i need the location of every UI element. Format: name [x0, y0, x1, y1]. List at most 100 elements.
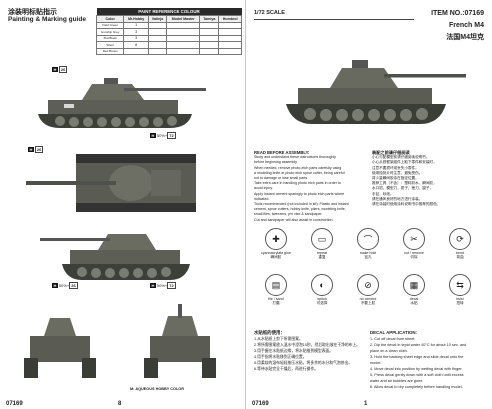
- color-callout: H 50%+ 26: [52, 282, 79, 289]
- legend-label-cn: 扭转: [456, 301, 464, 305]
- color-callout: H 26: [52, 66, 68, 73]
- item-number-label: ITEM NO.:07169: [431, 10, 484, 17]
- color-name: Red Brown: [102, 49, 118, 54]
- paint-color-cell: Red Brown: [95, 47, 125, 55]
- legend-label-en: cut / remove: [404, 251, 424, 255]
- instruction-line-en: Take extra care in handling photo etch p…: [254, 181, 341, 186]
- color-code: H: [150, 133, 156, 138]
- instructions-cn-lines: 小心与配模型前请仔细阅读说明书。小心从铁框架组件上取下零件和安装时，注意不要损坏…: [372, 155, 486, 207]
- color-number: 72: [167, 132, 176, 139]
- instruction-line-cn: 使用蚀刻片时注意，避免受伤。: [372, 170, 423, 175]
- instruction-line-en: Tools recommended (not included in kit):…: [254, 202, 349, 207]
- color-number: 26: [69, 282, 78, 289]
- decal-line-cn: 5.用柔软的湿布轻轻按压水贴，将多余的水分和气泡挤出。: [254, 361, 353, 365]
- page-number-left: 8: [118, 401, 122, 407]
- instruction-line-en: cement, sprue cutters, hobby knife, plie…: [254, 207, 346, 212]
- decal-cn-lines: 1.从水贴纸上剪下所需图案。 2.将所需图案放入温水中浸泡10秒，然后取出放在干净…: [254, 336, 368, 372]
- instruction-line-en: not to damage or lose small parts.: [254, 176, 309, 181]
- color-name: Field Green: [102, 23, 118, 28]
- legend-symbol-icon: ✂: [403, 228, 425, 250]
- decal-line-cn: 4.用手指将水贴移到正确位置。: [254, 355, 307, 359]
- color-callout: H 26: [28, 146, 44, 153]
- legend-symbol-icon: ▤: [265, 274, 287, 296]
- paint-reference-table: PAINT REFERENCE COLOUR Color Mr.Hobby Va…: [95, 8, 242, 55]
- tank-side-view-bottom: [40, 234, 190, 280]
- painting-guide-title-cn: 涂装明标贴指示: [8, 9, 57, 16]
- paint-code-cell: [147, 47, 168, 55]
- instruction-line-en: When needed, remove photo-etch parts car…: [254, 165, 342, 170]
- legend-label-cn: 打磨: [272, 301, 280, 305]
- instruction-line-cn: 推荐工具（不含）：塑料胶水，瞬间胶，: [372, 181, 437, 186]
- model-name-en: French M4: [448, 22, 484, 29]
- legend-label-en: bend: [456, 251, 464, 255]
- paint-table-caption: PAINT REFERENCE COLOUR: [96, 8, 242, 16]
- decal-line-en: 1. Cut off decal from sheet.: [370, 337, 416, 341]
- instruction-line-en: a modeling knife or photo etch sprue cut…: [254, 170, 345, 175]
- legend-symbol-icon: ✚: [265, 228, 287, 250]
- instruction-line-en: avoid injury.: [254, 186, 273, 191]
- color-code: H: [28, 147, 34, 152]
- decal-line-en: model.: [370, 361, 382, 365]
- legend-symbol-icon: ▦: [403, 274, 425, 296]
- legend-label-cn: 钻孔: [364, 255, 372, 259]
- decal-line-en: 5. Press decal gently down with a soft c…: [370, 373, 464, 377]
- instruction-line-cn: 注意不要损坏或丢失小零件。: [372, 165, 419, 170]
- decal-line-cn: 1.从水贴纸上剪下所需图案。: [254, 337, 303, 341]
- decal-en-lines: 1. Cut off decal from sheet. 2. Dip the d…: [370, 336, 488, 390]
- color-ratio: 50%+: [156, 283, 168, 288]
- instruction-line-en: indicated.: [254, 196, 270, 201]
- paint-table-row: Red Brown: [95, 47, 242, 55]
- paint-code-cell: [199, 47, 220, 55]
- legend-label-en: make hole: [359, 251, 377, 255]
- legend-label-cn: 瞬间胶: [270, 255, 282, 259]
- tank-rear-view: [144, 304, 216, 378]
- legend-label-en: twist: [456, 297, 464, 301]
- instructions-cn: 装配之前请仔细阅读 小心与配模型前请仔细阅读说明书。小心从铁框架组件上取下零件和…: [372, 150, 486, 207]
- instruction-line-cn: 小心从铁框架组件上取下零件和安装时，: [372, 160, 437, 165]
- legend-label-en: repeat: [316, 251, 328, 255]
- instruction-line-en: Apply instant cement sparingly to photo …: [254, 191, 345, 196]
- decal-line-en: water and air bubbles are gone.: [370, 379, 424, 383]
- legend-label-cn: 切除: [410, 255, 418, 259]
- decal-line-cn: 6.等待水贴完全干燥后，再进行操作。: [254, 367, 318, 371]
- model-name-cn: 法国M4坦克: [446, 34, 484, 41]
- instructions-cn-header: 装配之前请仔细阅读: [372, 150, 410, 155]
- legend-label-en: no cement: [359, 297, 377, 301]
- hero-tank-illustration: [286, 60, 466, 124]
- legend-label-cn: 不要上胶: [360, 301, 376, 305]
- instruction-line-cn: 请在通风良好的地方进行涂装。: [372, 196, 423, 201]
- instruction-line-en: Cut and sandpaper will also assist in co…: [254, 217, 334, 222]
- decal-instructions-cn: 水贴纸的使用： 1.从水贴纸上剪下所需图案。 2.将所需图案放入温水中浸泡10秒，…: [254, 330, 368, 372]
- legend-label-cn: 重复: [318, 255, 326, 259]
- paint-code-cell: [123, 47, 149, 55]
- instructions-en-lines: Study and understand these instructions …: [254, 155, 372, 223]
- item-number-left: 07169: [6, 401, 23, 407]
- item-number-right: 07169: [252, 401, 269, 407]
- instructions-en: READ BEFORE ASSEMBLY: Study and understa…: [254, 150, 372, 223]
- instruction-line-en: before beginning assembly.: [254, 160, 298, 165]
- header-rule: [254, 19, 414, 20]
- decal-line-en: 4. Move decal into position by wetting d…: [370, 367, 463, 371]
- tank-front-view: [24, 318, 96, 378]
- decal-line-en: 6. Allow decal to dry completely before …: [370, 385, 463, 389]
- page-number-right: 1: [364, 401, 368, 407]
- legend-symbol-icon: ⌒: [357, 228, 379, 250]
- decal-cn-header: 水贴纸的使用：: [254, 330, 285, 335]
- legend-label-cn: 可选择: [316, 301, 328, 305]
- decal-line-en: 2. Dip the decal in tepid water 40°C for…: [370, 343, 467, 347]
- color-callout: H 50%+ 72: [150, 132, 177, 139]
- decal-en-header: DECAL APPLICATION:: [370, 330, 417, 335]
- tank-side-view-top: [38, 78, 206, 128]
- legend-label-en: option: [317, 297, 327, 301]
- decal-line-cn: 2.将所需图案放入温水中浸泡10秒，然后取出放在干净的布上。: [254, 343, 361, 347]
- decal-instructions-en: DECAL APPLICATION: 1. Cut off decal from…: [370, 330, 488, 390]
